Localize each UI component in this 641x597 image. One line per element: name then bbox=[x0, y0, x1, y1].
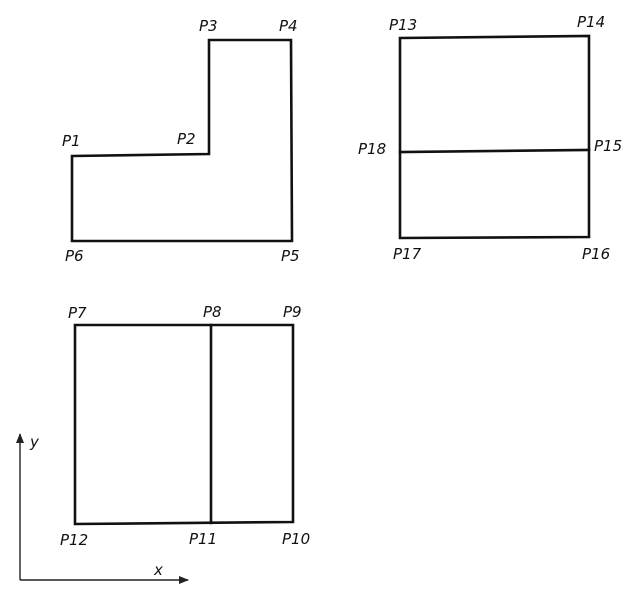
l-shape-figure bbox=[70, 38, 294, 243]
point-label-p12: P12 bbox=[60, 531, 88, 549]
point-label-p2: P2 bbox=[177, 130, 196, 148]
point-label-p9: P9 bbox=[283, 303, 302, 321]
point-label-p13: P13 bbox=[389, 16, 417, 34]
point-label-p10: P10 bbox=[282, 530, 310, 548]
rectangle-outline-bottom bbox=[73, 323, 295, 526]
point-label-p11: P11 bbox=[189, 530, 217, 548]
horizontal-divider bbox=[398, 148, 591, 154]
point-label-p5: P5 bbox=[281, 247, 300, 265]
rectangle-outline-right bbox=[398, 34, 591, 240]
point-label-p1: P1 bbox=[62, 132, 81, 150]
point-label-p8: P8 bbox=[203, 303, 222, 321]
point-label-p6: P6 bbox=[65, 247, 84, 265]
point-label-p4: P4 bbox=[279, 17, 298, 35]
vertical-split-rectangle bbox=[73, 323, 295, 526]
point-label-p18: P18 bbox=[358, 140, 386, 158]
point-label-p17: P17 bbox=[393, 245, 422, 263]
point-label-p3: P3 bbox=[199, 17, 218, 35]
point-label-p14: P14 bbox=[577, 13, 605, 31]
coordinate-axes: x y bbox=[16, 433, 189, 584]
point-label-p7: P7 bbox=[68, 304, 87, 322]
x-axis-label: x bbox=[153, 561, 163, 579]
horizontal-split-rectangle bbox=[398, 34, 591, 240]
point-label-p16: P16 bbox=[582, 245, 610, 263]
point-label-p15: P15 bbox=[594, 137, 622, 155]
y-axis-label: y bbox=[29, 433, 40, 451]
l-shape-outline bbox=[70, 38, 294, 243]
